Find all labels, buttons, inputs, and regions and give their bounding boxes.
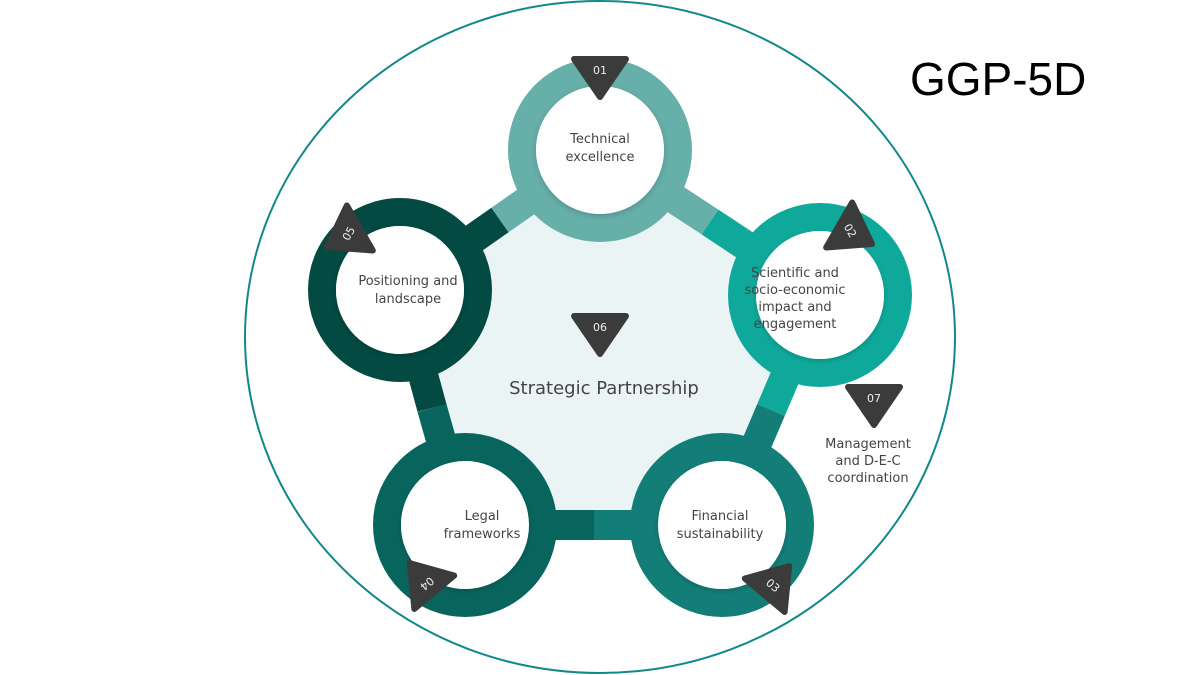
badge-03: 03 — [741, 563, 793, 615]
badge-04: 04 — [406, 560, 458, 612]
node-disc-1[interactable] — [536, 86, 664, 214]
badge-06: 06 — [571, 313, 629, 357]
node-disc-4[interactable] — [401, 461, 529, 589]
center-label: Strategic Partnership — [509, 378, 699, 399]
node-ring-5 — [308, 198, 492, 382]
svg-text:06: 06 — [593, 321, 607, 334]
badge-05: 05 — [323, 202, 376, 254]
svg-text:01: 01 — [593, 64, 607, 77]
node-ring-3 — [630, 433, 814, 617]
node-disc-3[interactable] — [658, 461, 786, 589]
svg-text:07: 07 — [867, 392, 881, 405]
node-disc-5[interactable] — [336, 226, 464, 354]
badge-01: 01 — [571, 56, 629, 100]
diagram-title: GGP-5D — [910, 53, 1087, 105]
node-disc-2[interactable] — [756, 231, 884, 359]
node-ring-2 — [728, 203, 912, 387]
badge-02: 02 — [823, 199, 876, 251]
svg-text:02: 02 — [841, 221, 859, 240]
badge-07: 07 — [845, 384, 903, 428]
svg-text:05: 05 — [340, 224, 358, 243]
node-ring-4 — [373, 433, 557, 617]
outer-circle — [244, 0, 956, 674]
